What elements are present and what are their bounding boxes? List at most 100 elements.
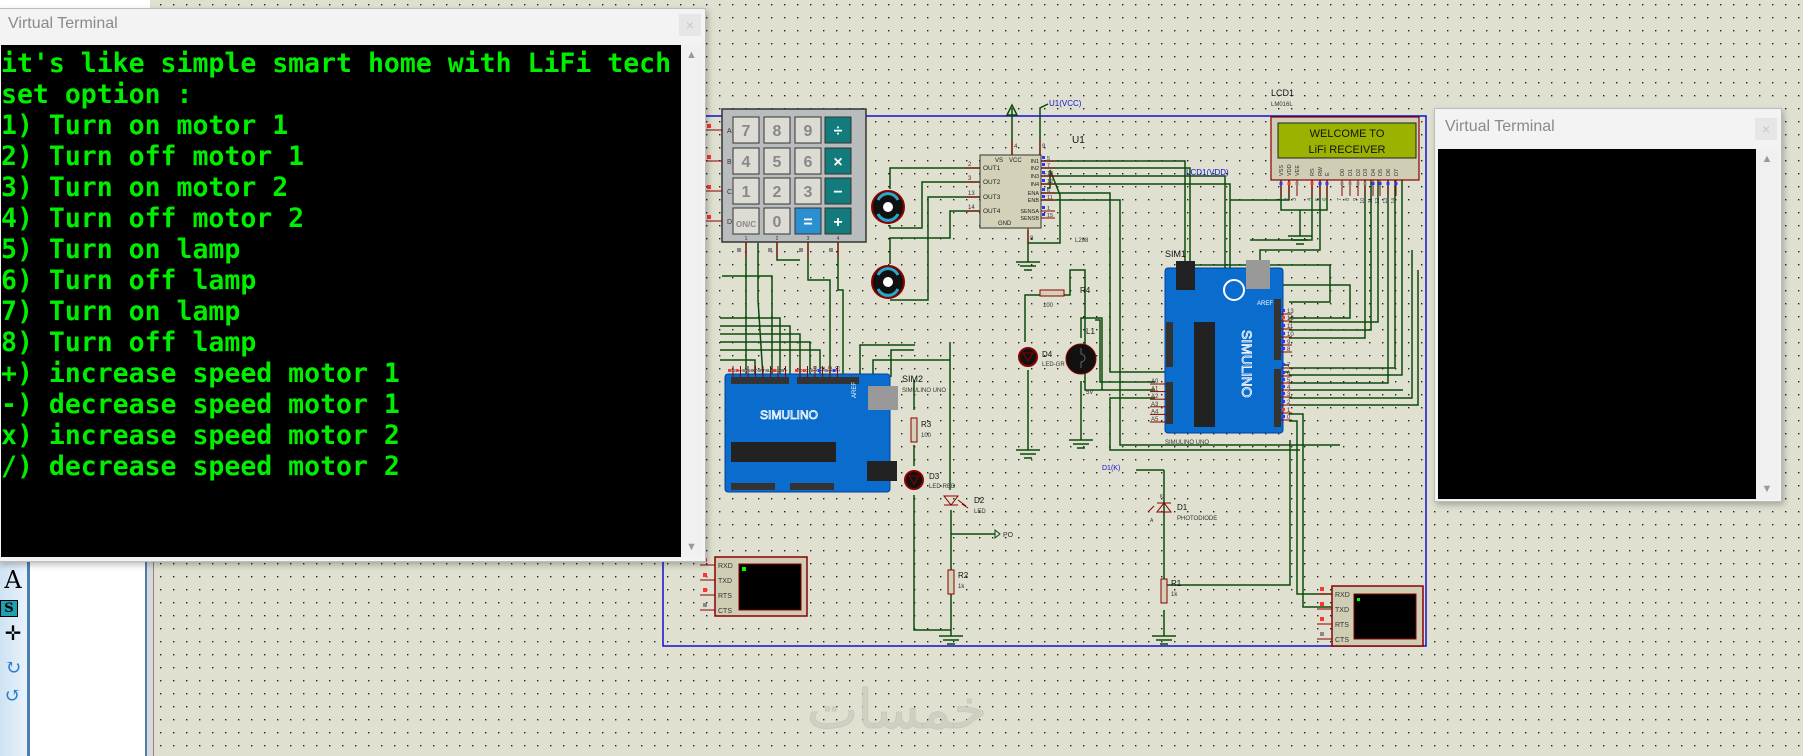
sim2-ref: SIM2 (902, 374, 923, 384)
keypad-key[interactable] (794, 177, 822, 205)
keypad-key[interactable] (732, 116, 760, 144)
lcd-line-2: LiFi RECEIVER (1308, 144, 1385, 156)
terminal-line: it's like simple smart home with LiFi te… (1, 48, 672, 79)
scrollbar[interactable]: ▲ ▼ (1756, 149, 1778, 499)
led-d4[interactable] (1018, 347, 1038, 367)
keypad-key[interactable] (794, 207, 822, 235)
pin-number: 6 (1047, 188, 1050, 194)
terminal-line: 3) Turn on motor 2 (1, 172, 289, 203)
keypad-key[interactable] (763, 147, 791, 175)
sim2-pin-label: 1 (739, 369, 745, 372)
pin-state (707, 185, 711, 189)
pin-state (1042, 206, 1045, 209)
pin-state (817, 369, 821, 372)
pin-state (1042, 156, 1045, 159)
vterm-pin-label: CTS (718, 608, 732, 615)
watermark: خمسات (807, 680, 987, 740)
terminal-output[interactable]: it's like simple smart home with LiFi te… (1, 45, 681, 557)
keypad-key[interactable] (732, 207, 760, 235)
keypad-key[interactable] (824, 177, 852, 205)
panel-splitter[interactable] (145, 560, 154, 756)
pin-state (799, 248, 803, 252)
bus-line (662, 115, 1427, 647)
keypad-key[interactable] (763, 207, 791, 235)
l1-value: 5V (1086, 390, 1093, 396)
pin-state (1282, 363, 1285, 366)
scroll-down-icon[interactable]: ▼ (1761, 483, 1773, 495)
terminal-output[interactable] (1438, 149, 1756, 499)
script-icon[interactable]: S (0, 600, 18, 617)
keypad-key[interactable] (794, 116, 822, 144)
terminal-line: 5) Turn on lamp (1, 234, 241, 265)
rotate-ccw-icon[interactable]: ↺ (4, 683, 22, 707)
keypad-key[interactable] (794, 147, 822, 175)
virtual-terminal-window[interactable]: Virtual Terminal × it's like simple smar… (0, 8, 706, 562)
vterm-pin-label: TXD (718, 578, 732, 585)
resistor-r4[interactable] (1039, 289, 1065, 297)
sim2-pin-label: 6 (776, 369, 782, 372)
pin-state (1282, 408, 1285, 411)
pin-state (1320, 587, 1324, 591)
sim2-part: SIMULINO UNO (902, 388, 946, 394)
scrollbar[interactable]: ▲ ▼ (681, 45, 702, 557)
vterm-pin-label: RXD (718, 563, 733, 570)
pin-state (1282, 347, 1285, 350)
pin-name: IN2 (1030, 166, 1039, 172)
led-d3[interactable] (904, 470, 924, 490)
lamp-l1[interactable] (1065, 343, 1097, 375)
pin-number: 4 (1014, 144, 1018, 150)
pin-state (1340, 182, 1344, 185)
origin-icon[interactable]: ✛ (4, 621, 22, 645)
vterm-pin-label: CTS (1335, 637, 1349, 644)
pin-state (707, 155, 711, 159)
keypad-key[interactable] (824, 116, 852, 144)
text-icon[interactable]: A (4, 566, 22, 594)
d1-part: PHOTODIODE (1177, 516, 1217, 522)
ground-symbols (939, 103, 1312, 645)
keypad-key[interactable] (732, 177, 760, 205)
resistor-r1[interactable] (1160, 578, 1168, 604)
motor-1[interactable] (871, 190, 905, 224)
lcd-pin-number: 12 (1375, 198, 1381, 204)
close-button[interactable]: × (679, 14, 701, 36)
lcd-ref: LCD1 (1271, 88, 1294, 98)
motor-2[interactable] (871, 265, 905, 299)
device-list-panel[interactable] (30, 560, 145, 756)
keypad-key[interactable] (824, 147, 852, 175)
photodiode-d1[interactable] (1147, 502, 1173, 513)
sim1-pin-label: 11 (1287, 324, 1294, 330)
vterm-pin-label: TXD (1335, 607, 1349, 614)
terminal-line: 4) Turn off motor 2 (1, 203, 305, 234)
keypad-key[interactable] (763, 116, 791, 144)
keypad-row-label: C (727, 189, 732, 196)
led-d2[interactable] (942, 495, 969, 509)
pin-number: 5 (1047, 156, 1050, 162)
scroll-up-icon[interactable]: ▲ (686, 49, 697, 61)
pin-state (765, 369, 769, 372)
keypad-key[interactable] (763, 177, 791, 205)
arduino-sim1[interactable] (1164, 260, 1284, 434)
keypad-key[interactable] (824, 207, 852, 235)
pin-name: OUT2 (983, 179, 1001, 186)
rotate-cw-icon[interactable]: ↻ (4, 655, 22, 679)
lcd-pin-number: 9 (1353, 198, 1359, 201)
sim1-part: SIMULINO UNO (1165, 440, 1209, 446)
arduino-sim2[interactable] (724, 373, 898, 493)
keypad-key-label: 8 (773, 123, 782, 140)
scroll-up-icon[interactable]: ▲ (1761, 153, 1773, 165)
lcd-display[interactable]: VSS1VDD2VEE3RS4RW5E6D07D18D29D310D411D51… (1270, 116, 1420, 204)
vterm-pin-label: RTS (1335, 622, 1349, 629)
resistor-r3[interactable] (910, 417, 918, 443)
keypad-key-label: 9 (804, 123, 813, 140)
close-button[interactable]: × (1755, 118, 1777, 140)
scroll-down-icon[interactable]: ▼ (686, 541, 697, 553)
sim1-ref: SIM1 (1165, 249, 1186, 259)
probe-po[interactable] (994, 528, 1001, 540)
keypad-key[interactable] (732, 147, 760, 175)
resistor-r2[interactable] (947, 569, 955, 595)
virtual-terminal-window-2[interactable]: Virtual Terminal × ▲ ▼ (1434, 108, 1782, 502)
